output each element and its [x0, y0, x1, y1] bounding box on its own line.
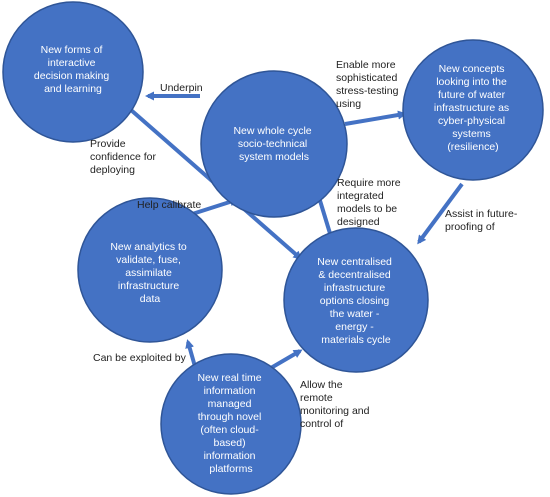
- edge-label-remote-monitoring: Allow the remote monitoring and control …: [300, 379, 372, 430]
- arrow-stress-testing: [344, 110, 407, 126]
- node-system-models: New whole cycle socio-technical system m…: [200, 70, 348, 218]
- edge-label-exploited-by: Can be exploited by: [93, 352, 187, 364]
- edge-label-stress-testing: Enable more sophisticated stress-testing…: [336, 59, 401, 110]
- edge-label-help-calibrate: Help calibrate: [137, 199, 201, 211]
- node-analytics: New analytics to validate, fuse, assimil…: [77, 197, 223, 343]
- node-system-models-label: New whole cycle socio-technical system m…: [233, 125, 314, 163]
- node-infrastructure-options-label: New centralised & decentralised infrastr…: [317, 256, 395, 346]
- node-real-time-info: New real time information managed throug…: [160, 353, 302, 495]
- edge-labels: Underpin Enable more sophisticated stres…: [90, 59, 520, 430]
- node-cyber-physical-label: New concepts looking into the future of …: [434, 63, 512, 153]
- node-real-time-info-label: New real time information managed throug…: [197, 372, 264, 475]
- edge-label-underpin: Underpin: [160, 82, 203, 94]
- arrow-future-proofing: [417, 182, 464, 245]
- node-decision-making-label: New forms of interactive decision making…: [34, 44, 112, 95]
- node-decision-making: New forms of interactive decision making…: [2, 1, 144, 143]
- node-analytics-label: New analytics to validate, fuse, assimil…: [110, 241, 189, 305]
- edge-label-provide-confidence: Provide confidence for deploying: [90, 138, 159, 176]
- edge-label-require-models: Require more integrated models to be des…: [337, 177, 404, 228]
- nodes: New forms of interactive decision making…: [2, 1, 544, 495]
- node-infrastructure-options: New centralised & decentralised infrastr…: [283, 227, 429, 373]
- node-cyber-physical: New concepts looking into the future of …: [402, 39, 544, 181]
- edge-label-future-proofing: Assist in future- proofing of: [445, 208, 520, 233]
